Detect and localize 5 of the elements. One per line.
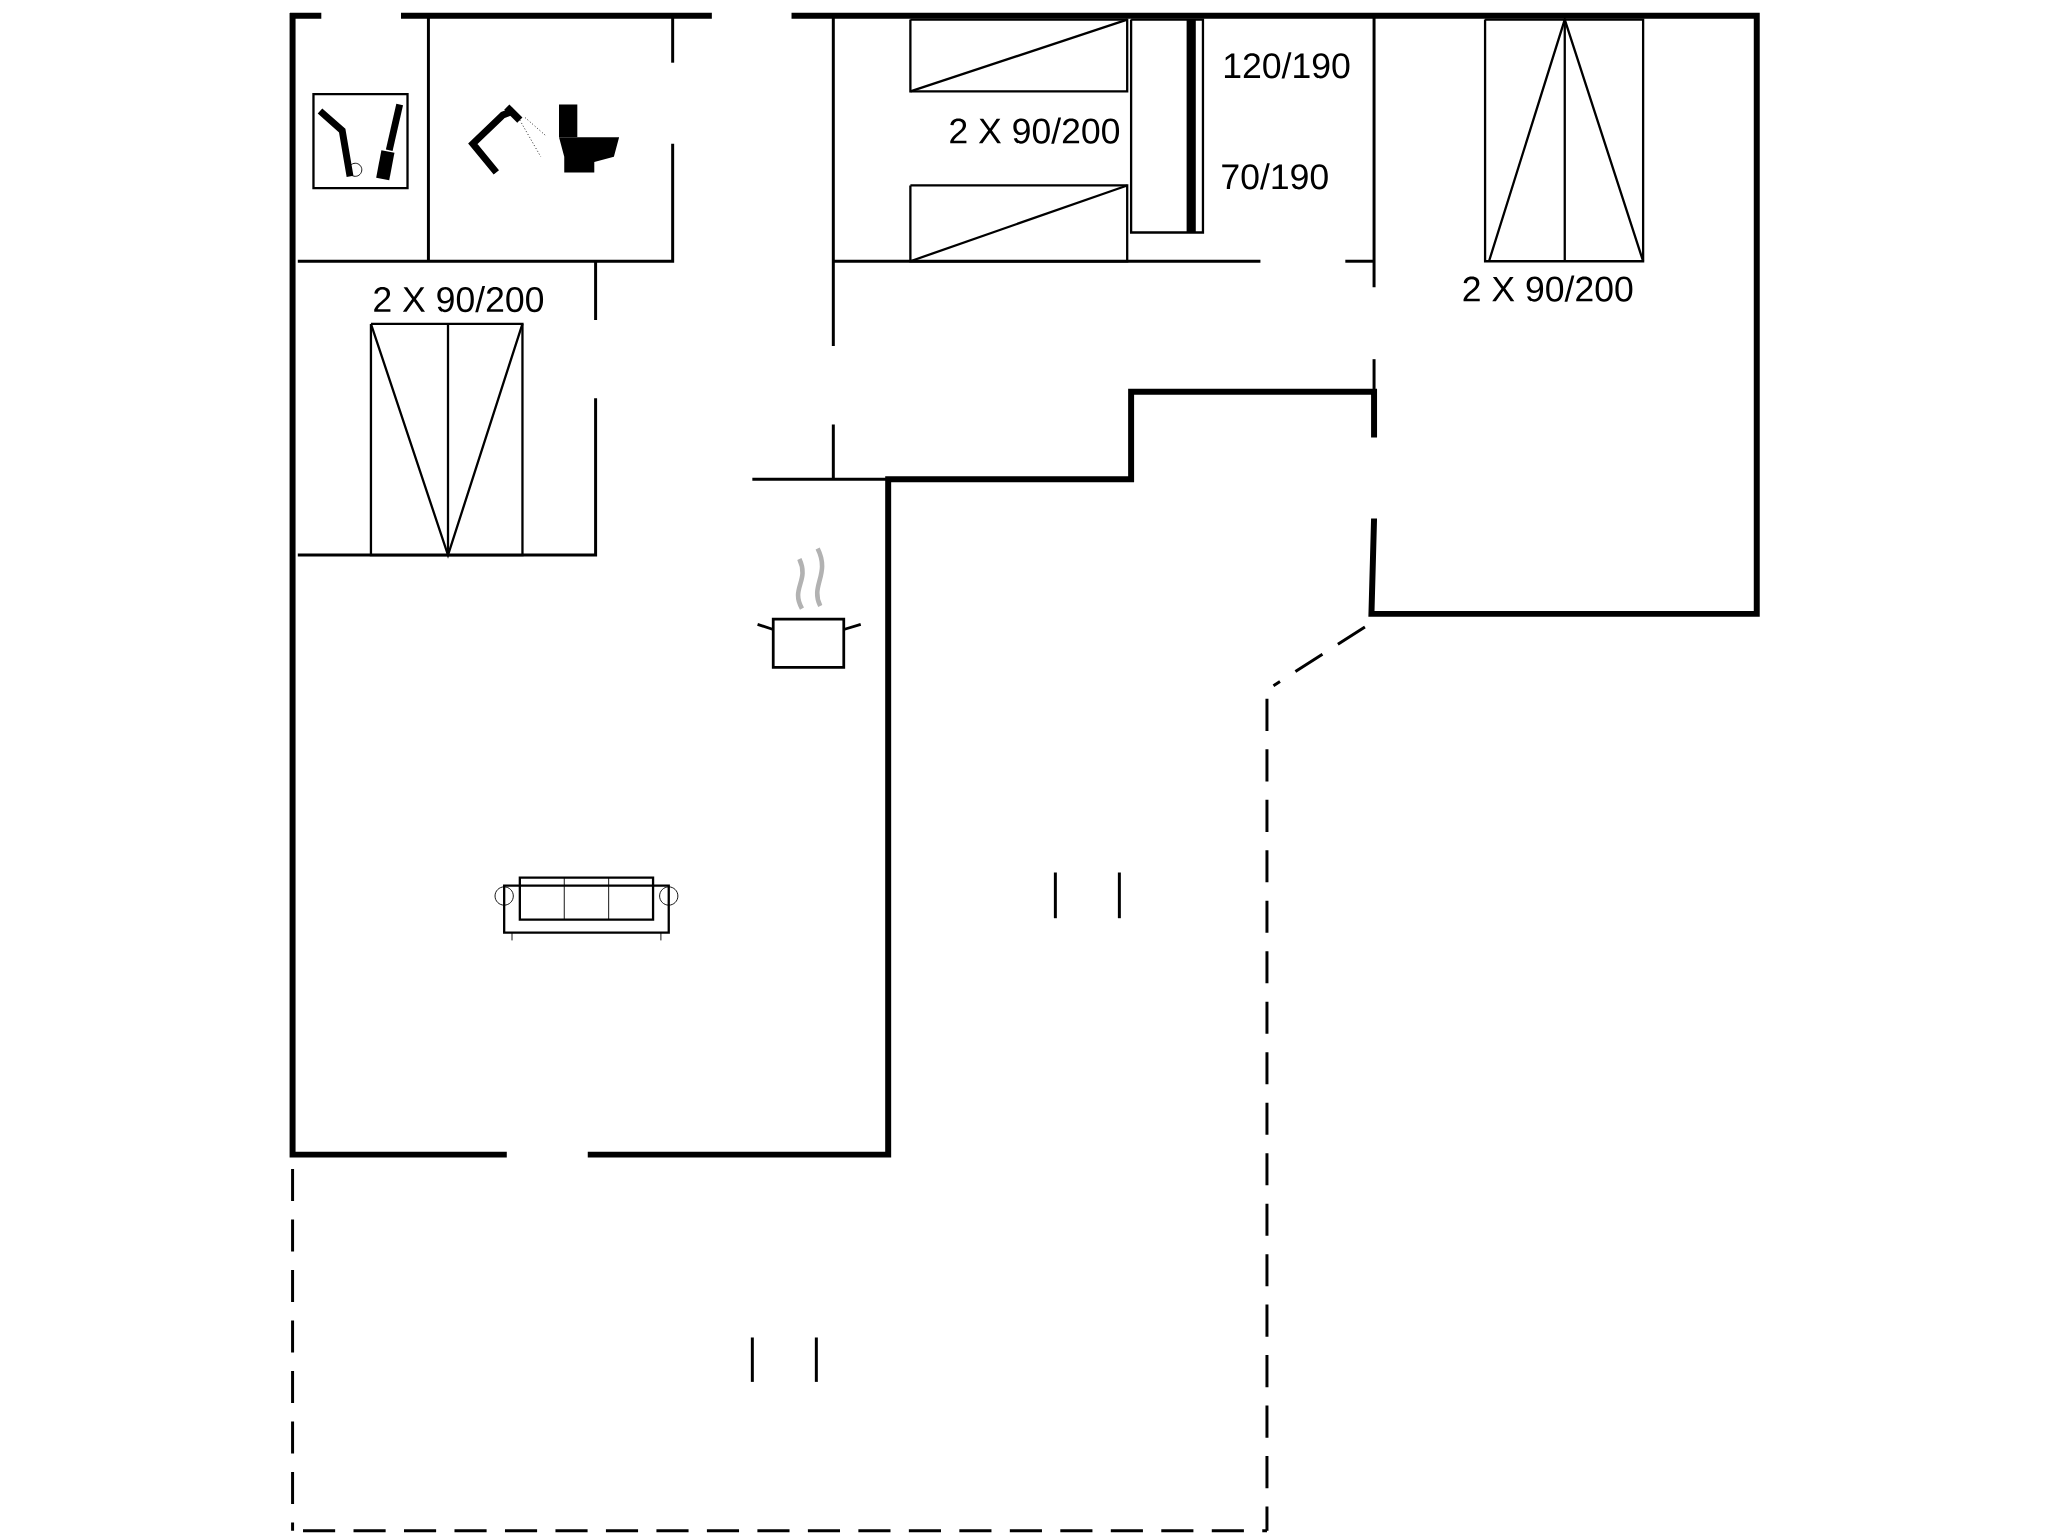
dimension-label: 2 X 90/200 (374, 286, 544, 313)
dimension-label: 2 X 90/200 (950, 117, 1120, 144)
dimension-label: 2 X 90/200 (1463, 275, 1633, 302)
dimension-label: 120/190 (1224, 52, 1350, 79)
dimension-label: 70/190 (1222, 163, 1328, 190)
